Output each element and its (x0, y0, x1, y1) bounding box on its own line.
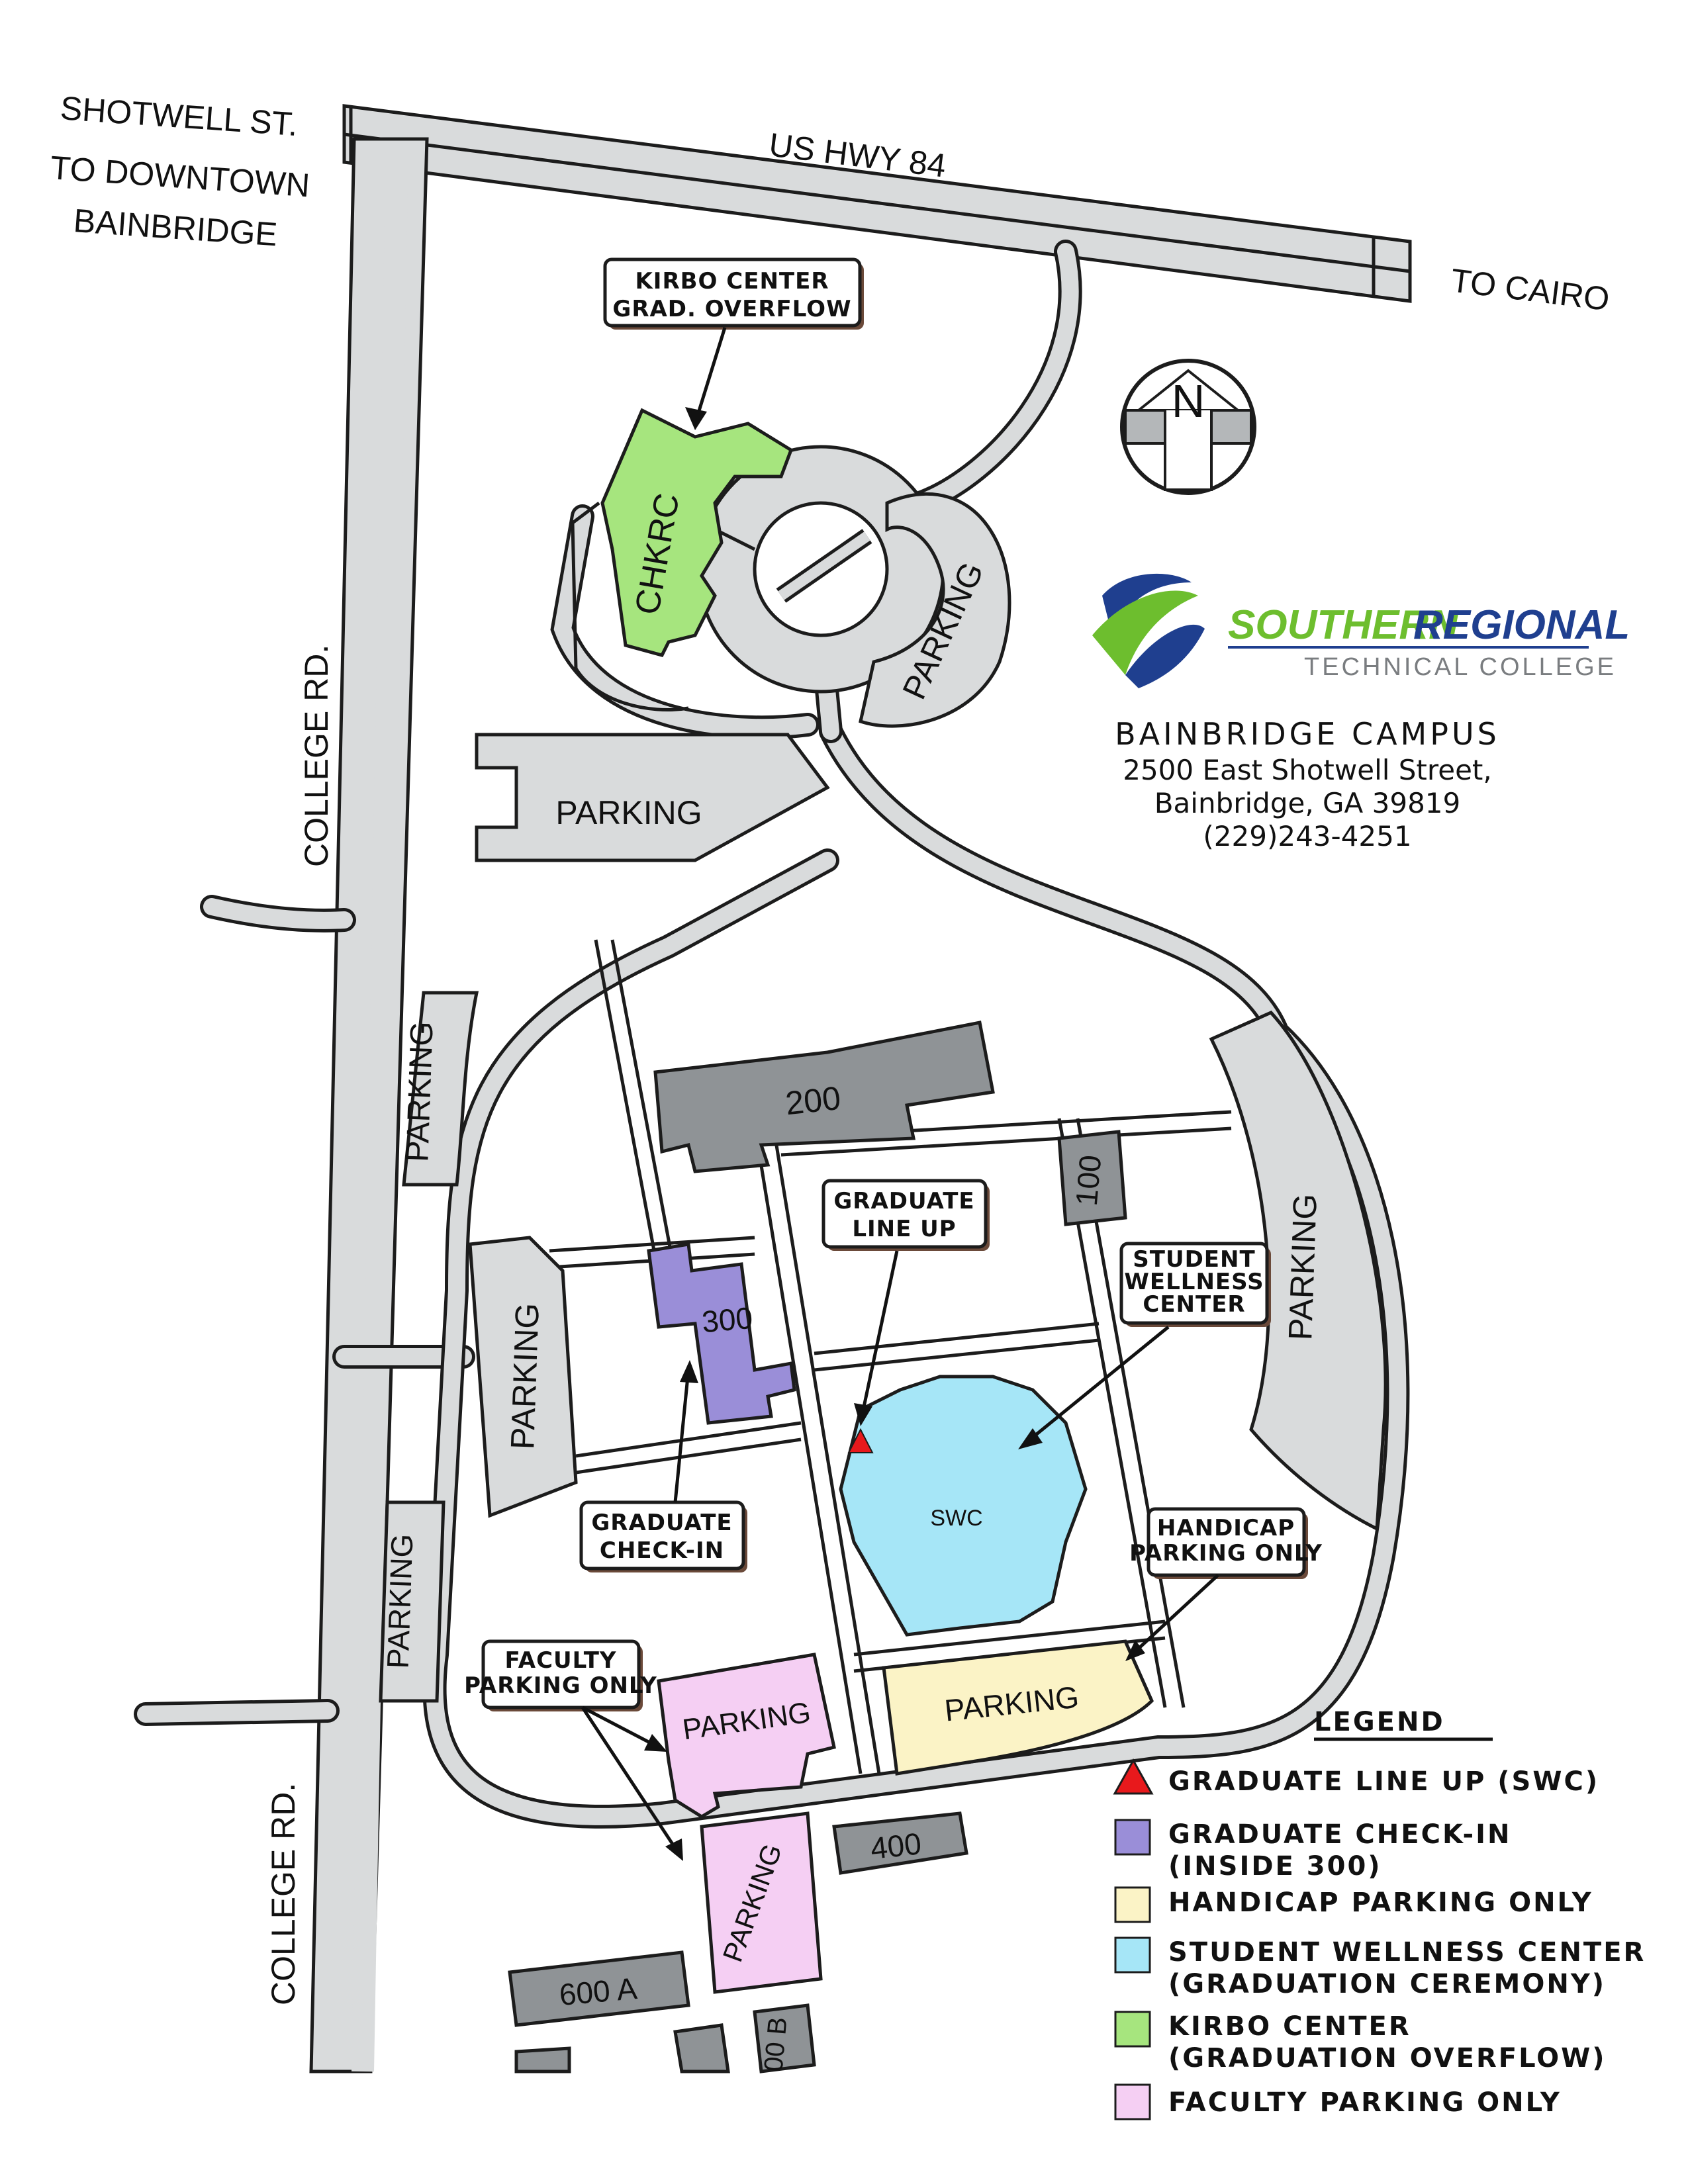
legend-item-wellness: STUDENT WELLNESS CENTER (GRADUATION CERE… (1114, 1936, 1646, 1999)
legend-title: LEGEND (1314, 1707, 1445, 1737)
callout-kirbo: KIRBO CENTER GRAD. OVERFLOW (603, 257, 864, 430)
campus-phone: (229)243-4251 (1203, 820, 1411, 852)
legend-item-faculty: FACULTY PARKING ONLY (1114, 2083, 1562, 2120)
callout-wellness: STUDENT WELLNESS CENTER (1018, 1242, 1271, 1449)
logo-swoosh-icon (1092, 573, 1205, 688)
legend-label-lineup: GRADUATE LINE UP (SWC) (1168, 1766, 1599, 1797)
college-rd-label-upper: COLLEGE RD. (298, 645, 335, 867)
logo-subtitle: TECHNICAL COLLEGE (1304, 653, 1617, 681)
building-300: 300 (647, 1242, 796, 1425)
legend-swatch-checkin (1114, 1819, 1151, 1856)
legend-label-checkin-1: GRADUATE CHECK-IN (1168, 1819, 1511, 1850)
callout-faculty-line1: FACULTY (504, 1647, 616, 1674)
callout-faculty-line2: PARKING ONLY (464, 1672, 657, 1699)
callout-checkin-line1: GRADUATE (591, 1510, 732, 1536)
faculty-parking: PARKING PARKING (657, 1653, 836, 1994)
parking-label-west3: PARKING (380, 1533, 419, 1669)
callout-wellness-line3: CENTER (1143, 1291, 1245, 1318)
building-600b-label: 00 B (759, 2016, 793, 2073)
legend-label-kirbo-1: KIRBO CENTER (1168, 2011, 1411, 2042)
parking-label-west1: PARKING (400, 1021, 440, 1162)
legend-swatch-lineup (1113, 1758, 1154, 1795)
callout-lineup: GRADUATE LINE UP (821, 1179, 990, 1426)
callout-lineup-line1: GRADUATE (833, 1188, 974, 1214)
graduate-lineup-marker (847, 1428, 874, 1453)
logo-name-regional: REGIONAL (1413, 602, 1630, 648)
student-wellness-center: SWC (839, 1375, 1088, 1637)
parking-label-east: PARKING (1282, 1193, 1324, 1341)
college-logo: SOUTHERN REGIONAL TECHNICAL COLLEGE (1092, 573, 1630, 688)
legend-swatch-kirbo (1114, 2011, 1151, 2048)
callout-handicap: HANDICAP PARKING ONLY (1125, 1507, 1323, 1661)
parking-label-main: PARKING (555, 794, 702, 831)
legend-label-faculty: FACULTY PARKING ONLY (1168, 2087, 1562, 2118)
callout-wellness-line1: STUDENT (1133, 1246, 1255, 1273)
callout-checkin-line2: CHECK-IN (600, 1537, 724, 1564)
legend-label-kirbo-2: (GRADUATION OVERFLOW) (1168, 2043, 1607, 2073)
swc-label: SWC (930, 1506, 982, 1531)
legend-label-wellness-2: (GRADUATION CEREMONY) (1168, 1969, 1606, 1999)
north-label: N (1172, 375, 1205, 427)
buildings: 200 100 400 600 A 00 B (508, 1021, 1127, 2073)
to-cairo-label: TO CAIRO (1449, 261, 1612, 318)
building-200-label: 200 (784, 1079, 843, 1122)
to-downtown-label: TO DOWNTOWN (49, 149, 311, 204)
north-compass: N (1120, 359, 1256, 495)
legend-swatch-wellness (1114, 1936, 1151, 1974)
building-400-label: 400 (868, 1826, 923, 1866)
college-rd-label-lower: COLLEGE RD. (265, 1783, 302, 2005)
callout-lineup-line2: LINE UP (852, 1216, 956, 1242)
callout-kirbo-line2: GRAD. OVERFLOW (612, 296, 851, 322)
callout-wellness-line2: WELLNESS (1124, 1269, 1264, 1295)
callout-handicap-line2: PARKING ONLY (1129, 1540, 1323, 1567)
callout-handicap-line1: HANDICAP (1157, 1515, 1295, 1541)
callout-faculty: FACULTY PARKING ONLY (464, 1639, 683, 1861)
building-300-label: 300 (700, 1300, 754, 1339)
kirbo-center: CHKRC (571, 408, 794, 711)
parking-label-west2: PARKING (504, 1302, 546, 1450)
legend-item-checkin: GRADUATE CHECK-IN (INSIDE 300) (1114, 1819, 1511, 1882)
logo-name-southern: SOUTHERN (1228, 602, 1459, 648)
legend-item-handicap: HANDICAP PARKING ONLY (1114, 1886, 1593, 1923)
us-hwy-84 (342, 104, 1412, 303)
parking-lots: PARKING PARKING PARKING PARKING PARKING … (379, 492, 1387, 1703)
roundabout (696, 445, 945, 694)
legend-item-kirbo: KIRBO CENTER (GRADUATION OVERFLOW) (1114, 2011, 1607, 2073)
legend-swatch-handicap (1114, 1886, 1151, 1923)
legend-label-checkin-2: (INSIDE 300) (1168, 1851, 1382, 1882)
callout-checkin: GRADUATE CHECK-IN (579, 1360, 747, 1572)
campus-street: 2500 East Shotwell Street, (1123, 754, 1492, 786)
handicap-parking: PARKING (882, 1639, 1154, 1776)
shotwell-st-label: SHOTWELL ST. (59, 89, 299, 143)
building-600a-label: 600 A (558, 1971, 639, 2012)
legend-label-handicap: HANDICAP PARKING ONLY (1168, 1888, 1593, 1918)
campus-address: BAINBRIDGE CAMPUS 2500 East Shotwell Str… (1115, 716, 1500, 852)
campus-name: BAINBRIDGE CAMPUS (1115, 716, 1500, 752)
campus-city: Bainbridge, GA 39819 (1154, 787, 1461, 819)
legend-label-wellness-1: STUDENT WELLNESS CENTER (1168, 1937, 1646, 1968)
callout-kirbo-line1: KIRBO CENTER (635, 268, 829, 295)
legend-swatch-faculty (1114, 2083, 1151, 2120)
legend-item-lineup: GRADUATE LINE UP (SWC) (1113, 1758, 1599, 1797)
building-100-label: 100 (1069, 1154, 1107, 1207)
legend: LEGEND GRADUATE LINE UP (SWC) GRADUATE C… (1113, 1707, 1646, 2120)
bainbridge-road-label: BAINBRIDGE (72, 202, 279, 253)
